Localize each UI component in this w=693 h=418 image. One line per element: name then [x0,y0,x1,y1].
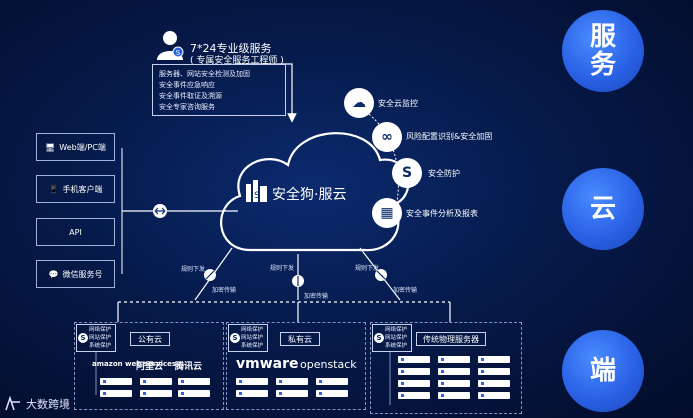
vmware-logo: vmware [236,356,299,372]
phone-icon: 📱 [48,184,59,194]
client-mobile: 📱手机客户端 [36,175,115,203]
s-icon: S [230,333,240,343]
cloud-circle: 云 [562,168,644,250]
s-icon: S [78,333,88,343]
engineer-subtitle: ( 专属安全服务工程师 ) [190,56,284,66]
aliyun-logo: 阿里云 [136,362,164,372]
feature-label: 安全事件分析及报表 [406,209,478,218]
openstack-logo: openstack [300,358,357,371]
service-item: 安全事件应急响应 [159,81,215,89]
service-item: 安全专家咨询服务 [159,103,215,111]
client-api: API [36,218,115,246]
tencent-logo: 腾讯云 [175,362,203,372]
client-wechat: 💬微信服务号 [36,260,115,288]
private-cloud-section [226,322,366,410]
footer-logo-icon [4,395,22,412]
encrypt-label: 加密传输 [304,293,329,300]
s-icon: S [374,333,384,343]
rule-label: 规则下发 [181,266,206,273]
feature-label: 风险配置识别&安全加固 [406,132,493,141]
client-web: 🖥Web端/PC端 [36,133,115,161]
encrypt-label: 加密传输 [393,287,418,294]
svg-text:S: S [176,49,181,57]
engineer-title: 7*24专业级服务 [190,42,272,55]
cloud-label: 安全狗·服云 [272,187,347,203]
private-cloud-tag: 私有云 [280,332,320,346]
wechat-icon: 💬 [48,269,59,279]
cloud-logo-icon: S [246,180,268,204]
protection-box: S 网络保护网站保护系统保护 [228,324,268,352]
feature-label: 安全云监控 [378,99,418,108]
service-item: 安全事件取证及溯源 [159,92,222,100]
engineer-avatar-icon: S [154,28,186,60]
rule-label: 规则下发 [355,265,380,272]
footer-brand: 大数跨境 [26,398,70,411]
service-circle: 服务 [562,10,644,92]
encrypt-label: 加密传输 [212,287,237,294]
svg-text:S: S [254,191,260,201]
feature-label: 安全防护 [428,169,460,178]
physical-server-section [370,322,522,414]
s-shield-icon: S [392,158,422,188]
protection-box: S 网络保护网站保护系统保护 [76,324,116,352]
service-item: 服务器、网站安全检测及加固 [159,70,250,78]
analysis-icon: ▦ [372,198,402,228]
amazon-logo: amazon web services [92,360,177,368]
rule-label: 规则下发 [270,265,295,272]
monitor-icon: 🖥 [45,142,56,152]
endpoint-circle: 端 [562,330,644,412]
protection-box: S 网络保护网站保护系统保护 [372,324,412,352]
link-icon: ∞ [372,122,402,152]
public-cloud-section [74,322,224,410]
cloud-icon: ☁ [344,88,374,118]
public-cloud-tag: 公有云 [130,332,170,346]
engineer-services-box: 服务器、网站安全检测及加固 安全事件应急响应 安全事件取证及溯源 安全专家咨询服… [152,64,286,116]
physical-server-tag: 传统物理服务器 [416,332,486,346]
